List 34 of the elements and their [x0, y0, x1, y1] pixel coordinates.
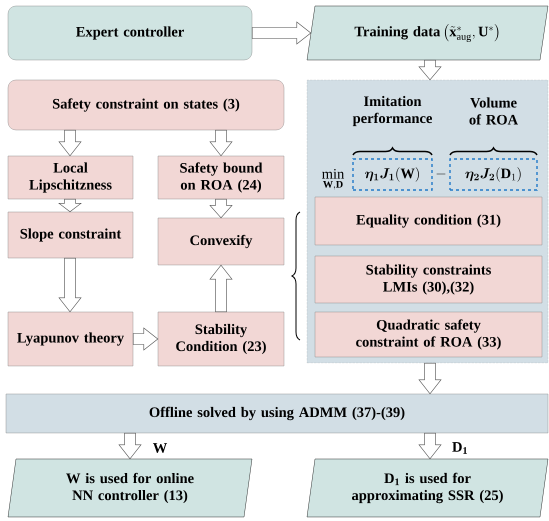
dashed-term-box: $\boldsymbol{\eta_2 J_2}(\mathbf{D}_1)$ [449, 158, 538, 191]
term-caption: Volume of ROA [469, 97, 518, 125]
process-box: Equality condition (31) [314, 196, 542, 246]
block-arrow [418, 432, 442, 460]
min-operator: $\min_{\mathbf{W,D}}$ [322, 168, 344, 190]
rounded-box: Safety constraint on states (3) [8, 80, 284, 130]
rounded-box: Expert controller [8, 6, 252, 60]
term-caption: Imitation performance [352, 96, 432, 126]
block-arrow [209, 264, 233, 312]
parallelogram-box: $\text{Training data}\left(\tilde{\mathbf{x}}^{*}_{\mathrm{aug}},\mathbf{U}^{*}\right)$ [306, 6, 548, 60]
process-box: Lyapunov theory [8, 312, 134, 366]
block-arrow [252, 21, 312, 45]
process-box: Stability Condition (23) [158, 312, 284, 366]
block-arrow [118, 432, 142, 460]
block-arrow [58, 130, 82, 156]
process-box: Quadratic safety constraint of ROA (33) [314, 312, 542, 358]
parallelogram-box: D$_{1}$ is used for approximating SSR (25) [306, 458, 548, 518]
dashed-term-box: $\boldsymbol{\eta_1 J_1}(\mathbf{W})$ [352, 158, 433, 191]
edge-label: D$_{1}$ [452, 442, 467, 454]
process-box: Local Lipschitzness [8, 156, 134, 200]
block-arrow [58, 198, 82, 212]
block-arrow [418, 60, 442, 80]
process-box: Convexify [158, 218, 284, 266]
block-arrow [132, 327, 158, 351]
process-box: Safety bound on ROA (24) [158, 156, 284, 200]
block-arrow [209, 130, 233, 156]
edge-label: W [152, 443, 168, 453]
process-bar: Offline solved by using ADMM (37)-(39) [6, 394, 548, 434]
block-arrow [58, 258, 82, 312]
block-arrow [418, 362, 442, 394]
parallelogram-box: W is used for online NN controller (13) [8, 458, 252, 518]
process-box: Stability constraints LMIs (30),(32) [314, 256, 542, 304]
block-arrow [209, 198, 233, 218]
process-box: Slope constraint [8, 212, 134, 258]
